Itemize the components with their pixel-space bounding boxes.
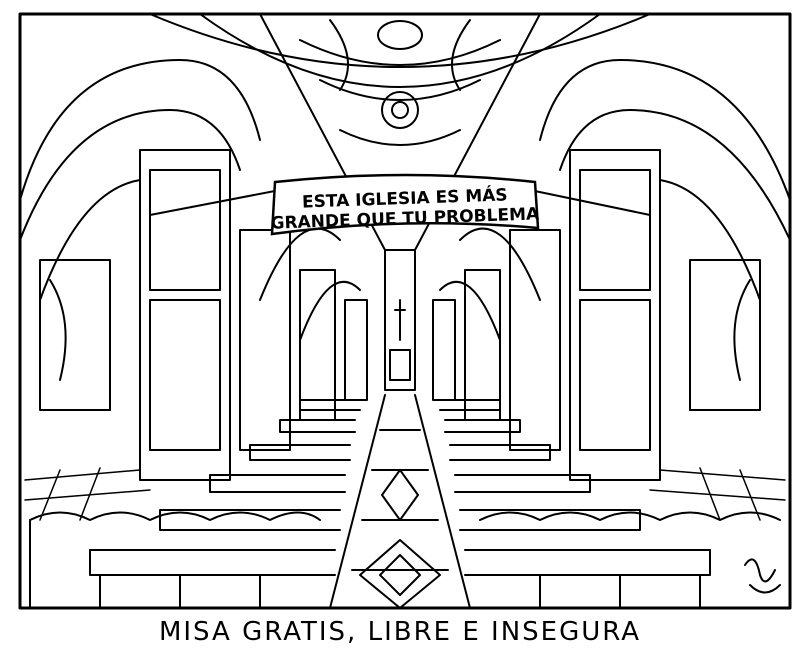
right-arches: [439, 59, 791, 341]
left-arches: [19, 59, 361, 341]
left-pews: [29, 399, 361, 609]
banner: ESTA IGLESIA ES MÁS GRANDE QUE TU PROBLE…: [149, 173, 651, 236]
aisle-floor: [329, 394, 471, 609]
church-interior-drawing: ESTA IGLESIA ES MÁS GRANDE QUE TU PROBLE…: [18, 12, 792, 610]
right-pews: [439, 399, 781, 609]
banner-cloth: [270, 173, 540, 236]
right-columns: [432, 149, 761, 481]
checkered-floor: [24, 467, 786, 521]
signature-mark: [744, 558, 781, 594]
panel-border: [18, 12, 792, 610]
left-columns: [39, 149, 368, 481]
caption: MISA GRATIS, LIBRE E INSEGURA: [158, 617, 642, 647]
altar: [384, 249, 416, 391]
vaulted-ceiling: [149, 13, 651, 251]
